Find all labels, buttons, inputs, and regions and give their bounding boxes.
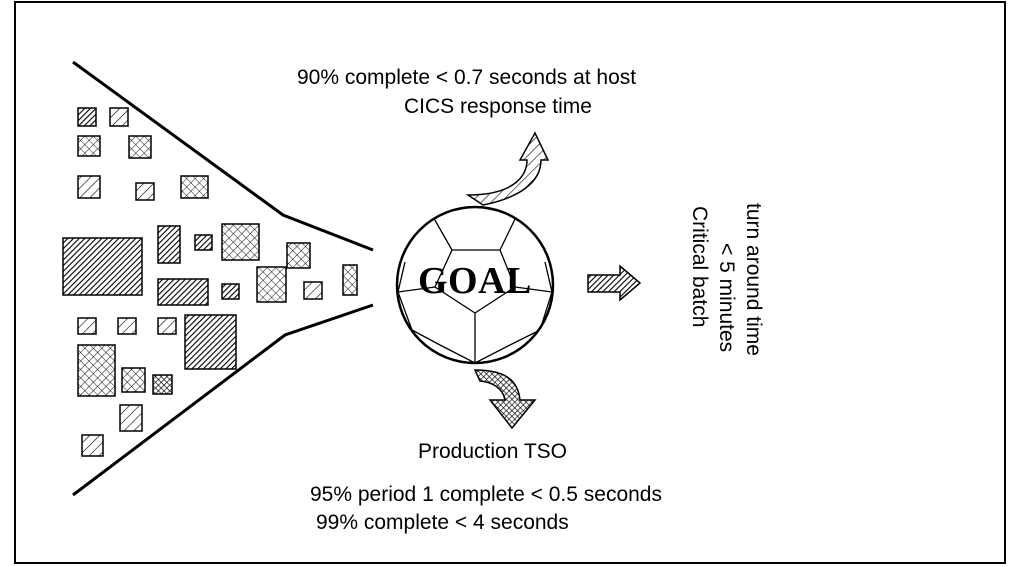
tso-objective-line3: 99% complete < 4 seconds [316,511,569,534]
work-square [194,234,213,251]
funnel-bottom-line [72,303,374,497]
diagram-frame [14,1,1006,564]
work-square [77,107,97,127]
work-square [256,266,287,303]
batch-objective-line1: turn around time [742,203,765,356]
work-square [180,175,209,199]
work-square [184,314,237,370]
batch-objective-line3: Critical batch [688,206,711,328]
cics-arrow-icon [465,131,550,206]
work-square [128,135,152,159]
work-square [152,374,173,395]
work-square [303,281,323,300]
goal-ball-icon [395,205,555,365]
work-square [157,317,177,335]
work-square [157,225,181,264]
cics-objective-line2: CICS response time [404,95,592,118]
work-square [157,278,209,306]
work-square [221,223,260,261]
work-square [221,283,240,300]
cics-objective-line1: 90% complete < 0.7 seconds at host [297,66,637,89]
work-square [77,317,97,335]
work-square [119,404,143,432]
batch-arrow-icon [587,264,642,302]
work-square [117,317,137,335]
batch-objective-line2: < 5 minutes [715,243,738,353]
work-square [77,135,101,157]
work-square [81,434,104,457]
work-square [62,237,143,296]
goal-label: GOAL [418,260,532,302]
work-square [77,175,101,199]
work-square [135,182,155,201]
work-square [121,367,146,393]
work-square [109,107,129,127]
work-square [342,264,358,296]
work-square [286,242,311,269]
tso-objective-line2: 95% period 1 complete < 0.5 seconds [310,483,662,506]
work-square [77,344,116,397]
tso-arrow-icon [473,369,537,430]
funnel-top-line [72,60,374,252]
tso-objective-title: Production TSO [418,440,568,463]
